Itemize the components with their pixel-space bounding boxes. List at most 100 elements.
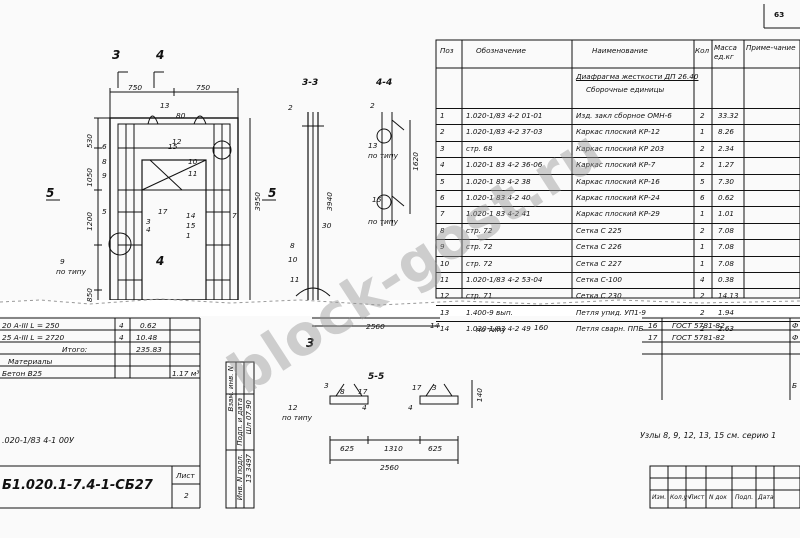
- callout-13-front: 13: [160, 101, 170, 110]
- dim-2560-55: 2560: [380, 463, 399, 472]
- callout-17-55: 17: [358, 387, 368, 396]
- callout-1-front: 1: [186, 231, 191, 240]
- ll-row2-qty: 4: [119, 333, 124, 342]
- callout-14-plan: 14: [430, 321, 440, 330]
- row-mass: 1.01: [718, 209, 735, 219]
- row-name: Сетка С 230: [576, 291, 622, 301]
- dim-30: 30: [322, 221, 332, 230]
- callout-3-55: 3: [324, 381, 329, 390]
- row-name: Петля сварн. ППБ: [576, 324, 644, 334]
- row-code: 1.020-1/83 4-2 53-04: [466, 275, 543, 284]
- row-code: 1.020-1/83 4-2 01-01: [466, 111, 543, 120]
- row-mass: 33.32: [718, 111, 739, 120]
- dim-625-right: 625: [428, 444, 443, 453]
- row-name: Каркас плоский КР 203: [576, 143, 665, 153]
- cut-3-bottom-label: 3: [306, 336, 315, 350]
- dim-3940: 3940: [325, 192, 334, 211]
- row-mass: 7.08: [718, 258, 735, 268]
- cut-5-right-label: 5: [268, 186, 277, 200]
- row-qty: 2: [700, 324, 705, 334]
- callout-8-33: 8: [290, 241, 295, 250]
- row-pos: 13: [440, 307, 450, 317]
- row-name: Сетка С 225: [576, 225, 622, 235]
- ll-row1-name: 20 A-III L = 250: [2, 321, 60, 330]
- dim-1310: 1310: [384, 444, 403, 453]
- row-code: стр. 72: [466, 258, 493, 268]
- callout-6-front: 6: [102, 142, 107, 151]
- row-qty: 4: [700, 275, 705, 284]
- callout-5-front: 5: [102, 207, 107, 216]
- tb-kol: Кол.уч: [670, 494, 691, 501]
- row-mass: 2.63: [718, 324, 735, 334]
- section-4-4-label: 4-4: [376, 78, 393, 88]
- cut-4-top-label: 4: [156, 48, 165, 62]
- row-pos: 3: [440, 143, 445, 153]
- row-mass: 0.62: [718, 193, 735, 202]
- ll-row2-name: 25 A-III L = 2720: [2, 333, 65, 342]
- table-row: 10 стр. 72 Сетка С 227 1 7.08: [436, 255, 800, 271]
- callout-7-front: 7: [232, 211, 237, 220]
- tb-ndok: N док: [709, 494, 727, 501]
- row-pos: 10: [440, 258, 450, 268]
- callout-4-front: 4: [146, 225, 151, 234]
- ll-concrete-volume: 1.17 м³: [172, 369, 200, 378]
- dim-530: 530: [85, 134, 94, 149]
- callout-14-front: 14: [186, 211, 196, 220]
- row-name: Каркас плоский КР-7: [576, 160, 656, 170]
- ll-total-label: Итого:: [62, 345, 88, 354]
- header-mass: Масса ед.кг: [714, 43, 737, 61]
- po-tipu-9: по типу: [56, 267, 87, 276]
- po-tipu-13: по типу: [368, 151, 399, 160]
- dim-750-right: 750: [196, 83, 211, 92]
- row-name: Каркас плоский КР-16: [576, 176, 660, 186]
- row-name: Петля упид. УП1-9: [576, 307, 646, 317]
- callout-8-55: 8: [340, 387, 345, 396]
- header-qty: Кол: [695, 46, 710, 55]
- dim-1620: 1620: [411, 152, 420, 171]
- group-title: Диафрагма жесткости ДП 26.40: [576, 72, 699, 81]
- row-name: Каркас плоский КР-24: [576, 193, 660, 202]
- subgroup-title: Сборочные единицы: [586, 85, 665, 94]
- row-name: Сетка С-100: [576, 275, 622, 284]
- dim-2560-plan: 2560: [366, 322, 385, 331]
- ll-materials-label: Материалы: [8, 357, 53, 366]
- callout-2-33: 2: [288, 103, 293, 112]
- dim-1050: 1050: [85, 168, 94, 187]
- callout-3b-55: 3: [432, 383, 437, 392]
- header-pos: Поз: [440, 46, 454, 55]
- stamp-inv-label: Инв. N подл.: [236, 454, 244, 501]
- row-name: Сетка С 226: [576, 242, 622, 252]
- row-qty: 5: [700, 176, 705, 186]
- tb-list: Лист: [689, 494, 705, 501]
- row-mass: 8.26: [718, 127, 735, 137]
- ll-row1-mass: 0.62: [140, 321, 157, 330]
- dim-160: 160: [534, 323, 549, 332]
- row-code: 1.020-1 83 4-2 36-06: [466, 160, 543, 170]
- ll-row1-qty: 4: [119, 321, 124, 330]
- row-code: 1.020-1 83 4-2 40: [466, 193, 531, 202]
- row-pos: 6: [440, 193, 445, 202]
- row-pos: 1: [440, 111, 445, 120]
- row-code: 1.020-1 83 4-2 41: [466, 209, 531, 219]
- row-code: 1.020-1 83 4-2 38: [466, 176, 531, 186]
- row-code: 1.020-1/83 4-2 37-03: [466, 127, 543, 137]
- row-qty: 2: [700, 111, 705, 120]
- po-tipu-12: по типу: [282, 413, 313, 422]
- tb-podp: Подп.: [735, 494, 754, 501]
- row-qty: 1: [700, 258, 705, 268]
- callout-4-55: 4: [362, 403, 367, 412]
- nodes-note: Узлы 8, 9, 12, 13, 15 см. серию 1: [640, 431, 777, 440]
- lr-row1-pos: 16: [648, 321, 658, 330]
- row-qty: 2: [700, 225, 705, 235]
- row-mass: 2.34: [718, 143, 735, 153]
- row-name: Сетка С 227: [576, 258, 622, 268]
- callout-17-front: 17: [158, 207, 168, 216]
- dim-750-left: 750: [128, 83, 143, 92]
